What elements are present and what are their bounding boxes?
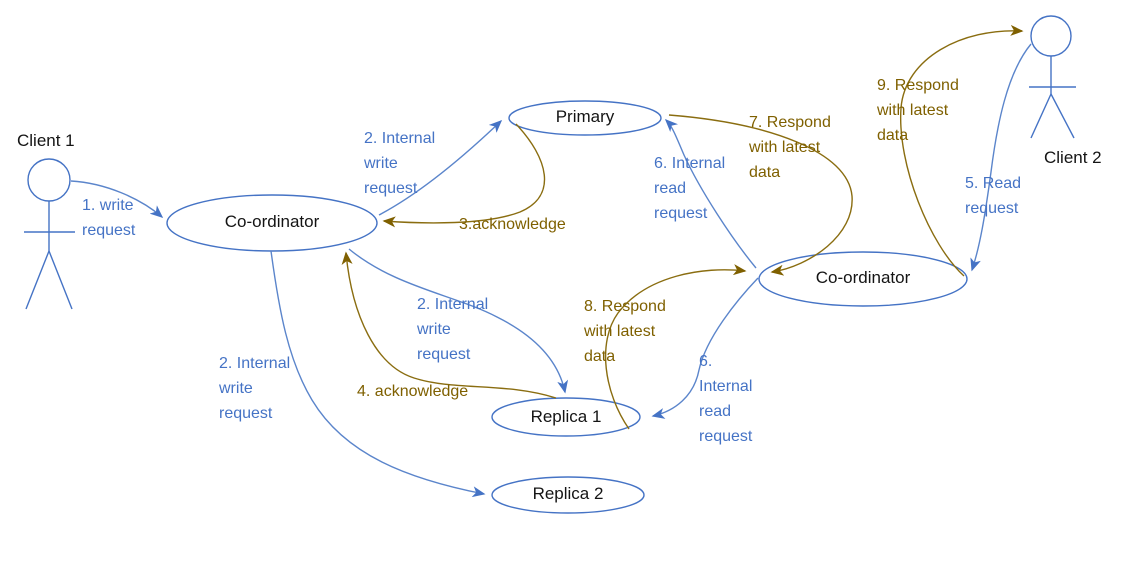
replica1-label: Replica 1 [530, 407, 602, 426]
coordinator1-node [166, 194, 378, 252]
coordinator2-node [758, 251, 968, 307]
replica1-node [491, 397, 641, 437]
arrow-3-acknowledge [382, 123, 546, 228]
arrow-5-read-request [970, 43, 1032, 272]
message-3-acknowledge: 3.acknowledge [459, 216, 566, 233]
coordinator1-label: Co-ordinator [224, 212, 320, 231]
client1-label: Client 1 [17, 131, 75, 150]
arrow-8-respond-with-latest-data [604, 264, 747, 430]
client2-figure-icon [1029, 15, 1076, 139]
arrow-2-internal-write-to-primary [378, 119, 503, 216]
message-2-internal-write-mid: 2. Internal write request [417, 296, 489, 363]
message-8-respond: 8. Respond with latest data [584, 298, 666, 365]
client2-label: Client 2 [1044, 148, 1102, 167]
arrow-2-internal-write-to-replica2 [270, 250, 486, 498]
message-6-internal-read-replica: 6. Internal read request [699, 353, 753, 445]
arrow-4-acknowledge [341, 251, 557, 399]
client1-leg-right [48, 250, 73, 310]
arrow-1-write-request [70, 180, 164, 218]
message-7-respond: 7. Respond with latest data [749, 114, 831, 181]
replica2-label: Replica 2 [532, 484, 604, 503]
client2-leg-right [1050, 93, 1075, 139]
replica2-node [491, 476, 645, 514]
client2-head [1030, 15, 1072, 57]
message-4-acknowledge: 4. acknowledge [357, 383, 469, 400]
client1-head [27, 158, 71, 202]
primary-node [508, 100, 662, 136]
arrow-6-internal-read-to-primary [664, 118, 757, 269]
arrow-9-respond-with-latest-data [899, 24, 1024, 277]
client1-figure-icon [24, 158, 75, 310]
message-6-internal-read-primary: 6. Internal read request [654, 155, 726, 222]
message-9-respond: 9. Respond with latest data [877, 77, 959, 144]
arrow-6-internal-read-to-replica1 [651, 277, 759, 419]
client2-leg-left [1030, 93, 1052, 139]
client1-leg-left [25, 250, 50, 310]
message-2-internal-write-left: 2. Internal write request [219, 355, 291, 422]
primary-label: Primary [555, 107, 615, 126]
message-5-read-request: 5. Read request [965, 175, 1022, 217]
coordinator2-label: Co-ordinator [815, 268, 911, 287]
message-2-internal-write-top: 2. Internal write request [364, 130, 436, 197]
message-1-write-request: 1. write request [82, 197, 136, 239]
arrow-2-internal-write-to-replica1 [348, 248, 569, 394]
arrow-7-respond-with-latest-data [668, 114, 853, 276]
